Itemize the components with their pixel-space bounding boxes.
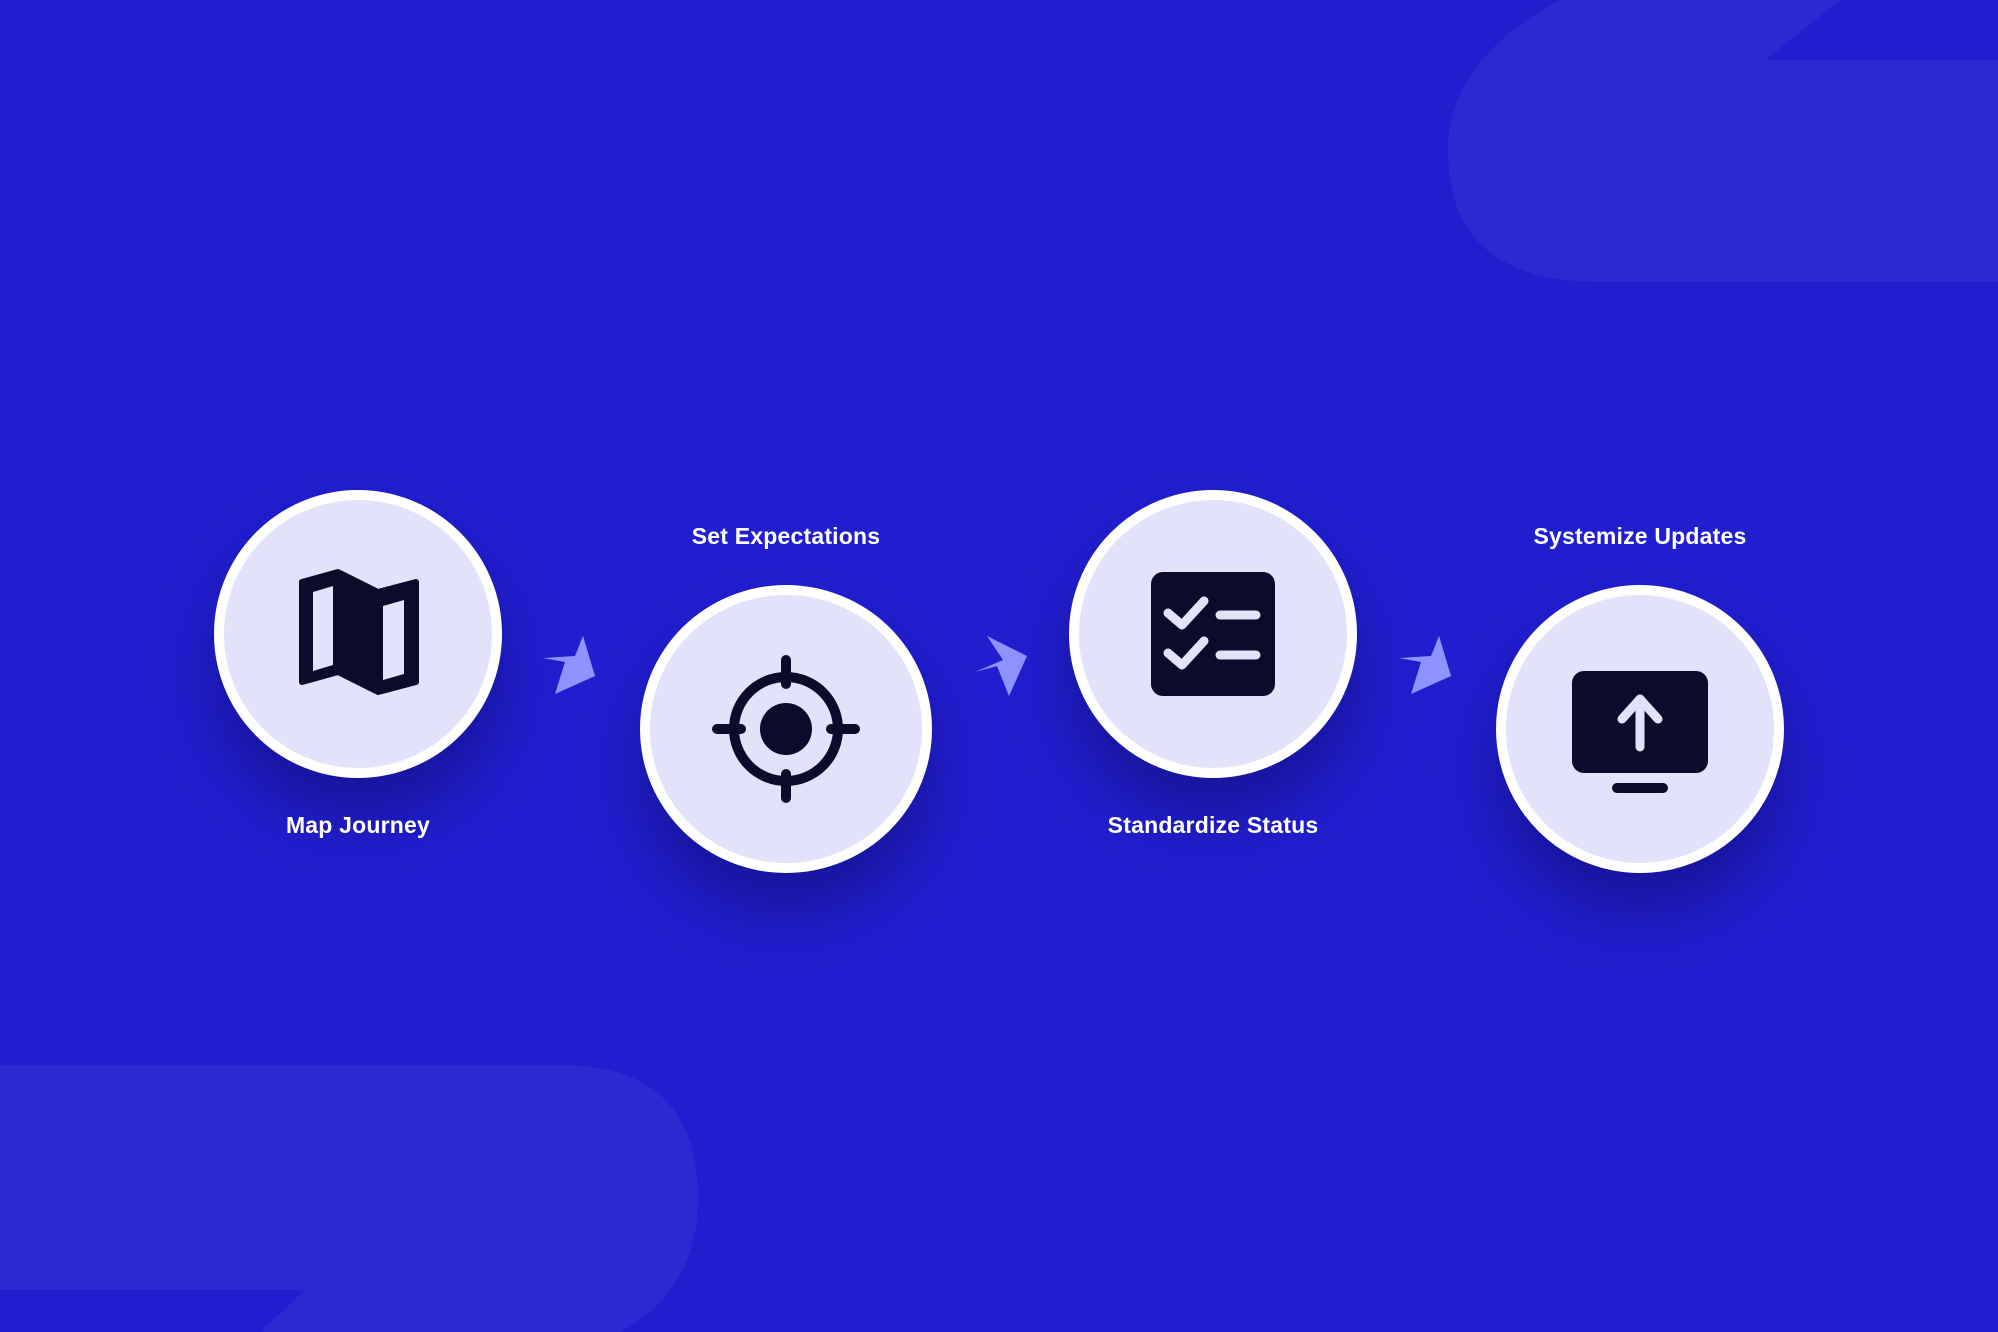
- decor-notch-top: [1765, 0, 1998, 60]
- arrow-icon: [975, 636, 1027, 696]
- step-circle: [1069, 490, 1357, 778]
- step-label: Set Expectations: [691, 523, 881, 549]
- step-label: Standardize Status: [1107, 812, 1319, 838]
- arrow-icon: [1399, 636, 1451, 694]
- map-icon: [299, 569, 419, 695]
- target-icon: [712, 655, 860, 803]
- monitor-upload-icon: [1572, 671, 1708, 793]
- decor-notch-bottom: [0, 1290, 305, 1332]
- step-circle: [1496, 585, 1784, 873]
- step-label: Map Journey: [285, 812, 431, 838]
- decor-shape-top: [1448, 0, 1998, 282]
- step-circle: [214, 490, 502, 778]
- checklist-icon: [1151, 572, 1275, 696]
- decor-shape-bottom: [0, 1065, 698, 1332]
- step-label: Systemize Updates: [1533, 523, 1747, 549]
- step-circle: [640, 585, 932, 873]
- arrow-icon: [543, 636, 595, 694]
